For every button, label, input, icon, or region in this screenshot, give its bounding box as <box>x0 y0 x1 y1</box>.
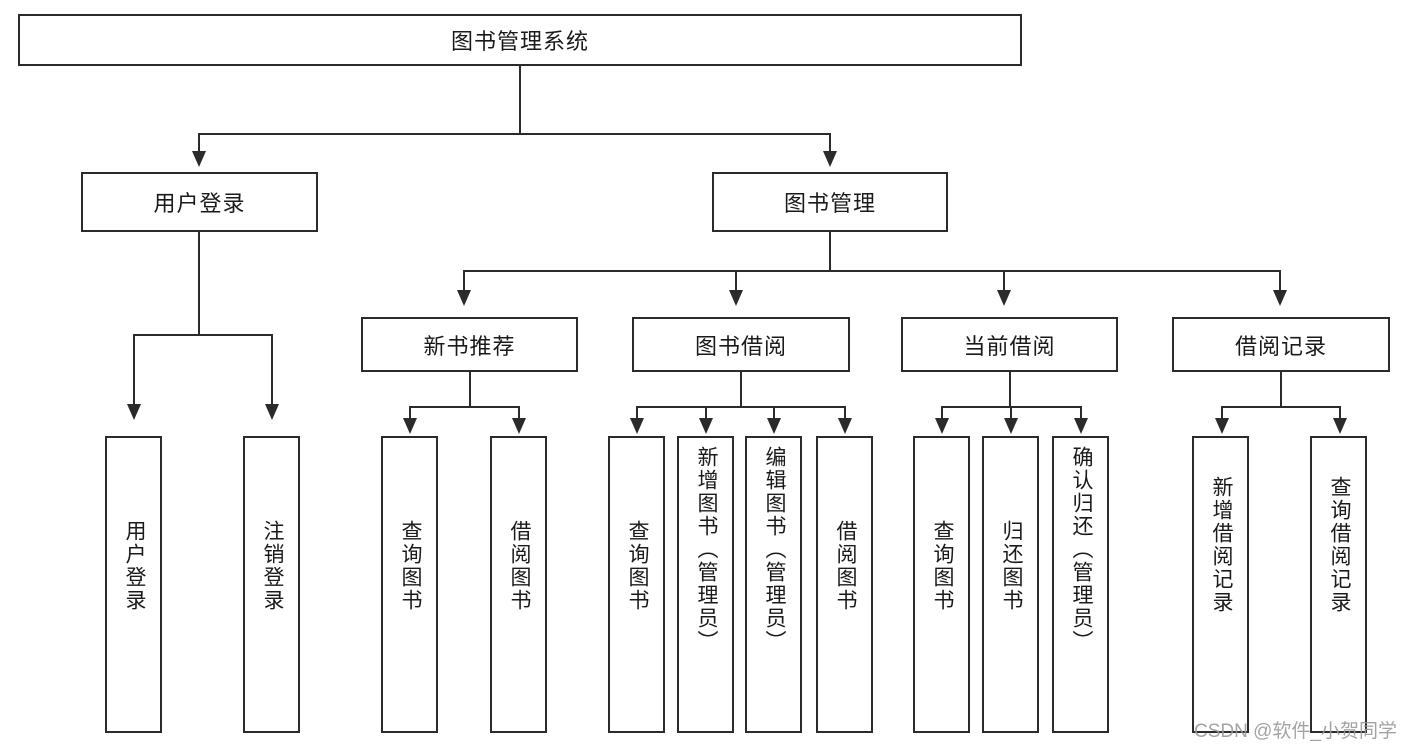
node-label: 新书推荐 <box>423 333 516 359</box>
connector-root-stem <box>519 66 521 134</box>
connector-borrow-drop-4 <box>844 406 846 420</box>
leaf-query-book-current[interactable]: 查询图书 <box>913 436 970 733</box>
node-label: 借阅记录 <box>1234 333 1327 359</box>
leaf-label: 查询图书 <box>398 520 422 612</box>
connector-current-drop-1 <box>941 406 943 420</box>
arrow-to-leaf-edit-book <box>767 418 781 434</box>
leaf-label: 归还图书 <box>999 520 1023 612</box>
arrow-to-user-login <box>192 151 206 167</box>
arrow-to-leaf-query-book-a <box>403 418 417 434</box>
leaf-label: 新增图书（管理员） <box>694 446 718 653</box>
leaf-label: 确认归还（管理员） <box>1069 446 1093 653</box>
node-label: 图书管理系统 <box>450 29 589 54</box>
connector-borrow-stem <box>740 372 742 408</box>
leaf-label: 查询借阅记录 <box>1327 476 1351 614</box>
connector-record-drop-1 <box>1221 406 1223 420</box>
leaf-label: 借阅图书 <box>507 520 531 612</box>
node-book-manage[interactable]: 图书管理 <box>712 172 948 232</box>
connector-level2-drop-1 <box>198 133 200 153</box>
leaf-logout[interactable]: 注销登录 <box>243 436 300 733</box>
connector-recommend-drop-2 <box>518 406 520 420</box>
arrow-to-book-borrow <box>729 290 743 306</box>
arrow-to-leaf-borrow-book-a <box>512 418 526 434</box>
arrow-to-leaf-query-record <box>1333 418 1347 434</box>
node-book-borrow[interactable]: 图书借阅 <box>632 317 850 372</box>
arrow-to-leaf-query-book-c <box>935 418 949 434</box>
leaf-label: 编辑图书（管理员） <box>762 446 786 653</box>
leaf-label: 查询图书 <box>930 520 954 612</box>
connector-record-drop-2 <box>1339 406 1341 420</box>
connector-level3-drop-2 <box>735 270 737 292</box>
arrow-to-leaf-query-book-b <box>630 418 644 434</box>
connector-recommend-drop-1 <box>409 406 411 420</box>
connector-level2-drop-2 <box>829 133 831 153</box>
connector-borrow-drop-3 <box>773 406 775 420</box>
connector-current-drop-2 <box>1010 406 1012 420</box>
node-user-login[interactable]: 用户登录 <box>81 172 318 232</box>
connector-borrow-bus <box>636 406 845 408</box>
connector-level3-drop-4 <box>1279 270 1281 292</box>
arrow-to-new-book-recommend <box>457 290 471 306</box>
connector-user-login-drop-2 <box>271 334 273 406</box>
connector-current-stem <box>1009 372 1011 408</box>
leaf-borrow-book-borrow[interactable]: 借阅图书 <box>816 436 873 733</box>
leaf-borrow-book-recommend[interactable]: 借阅图书 <box>490 436 547 733</box>
arrow-to-borrow-record <box>1273 290 1287 306</box>
connector-book-manage-stem <box>829 232 831 272</box>
leaf-confirm-return-admin[interactable]: 确认归还（管理员） <box>1052 436 1109 733</box>
leaf-query-borrow-record[interactable]: 查询借阅记录 <box>1310 436 1367 733</box>
connector-level3-bus <box>463 270 1280 272</box>
leaf-return-book[interactable]: 归还图书 <box>982 436 1039 733</box>
node-current-borrow[interactable]: 当前借阅 <box>901 317 1118 372</box>
leaf-add-borrow-record[interactable]: 新增借阅记录 <box>1192 436 1249 733</box>
leaf-label: 借阅图书 <box>833 520 857 612</box>
connector-level2-bus <box>198 133 831 135</box>
arrow-to-leaf-borrow-book-b <box>838 418 852 434</box>
arrow-to-leaf-add-book <box>699 418 713 434</box>
leaf-label: 新增借阅记录 <box>1209 476 1233 614</box>
csdn-watermark: CSDN @软件_小贺同学 <box>1194 721 1397 742</box>
connector-borrow-drop-2 <box>705 406 707 420</box>
leaf-add-book-admin[interactable]: 新增图书（管理员） <box>677 436 734 733</box>
connector-level3-drop-3 <box>1003 270 1005 292</box>
connector-user-login-stem <box>198 232 200 335</box>
leaf-label: 注销登录 <box>260 520 284 612</box>
node-borrow-record[interactable]: 借阅记录 <box>1172 317 1390 372</box>
node-new-book-recommend[interactable]: 新书推荐 <box>361 317 578 372</box>
connector-record-bus <box>1221 406 1340 408</box>
connector-current-drop-3 <box>1080 406 1082 420</box>
leaf-label: 用户登录 <box>122 520 146 612</box>
connector-borrow-drop-1 <box>636 406 638 420</box>
arrow-to-leaf-confirm-return <box>1074 418 1088 434</box>
node-label: 图书管理 <box>783 191 876 216</box>
connector-recommend-stem <box>469 372 471 408</box>
node-label: 当前借阅 <box>963 333 1056 359</box>
connector-level3-drop-1 <box>463 270 465 292</box>
arrow-to-leaf-logout <box>265 404 279 420</box>
node-root-system[interactable]: 图书管理系统 <box>18 14 1022 66</box>
leaf-query-book-borrow[interactable]: 查询图书 <box>608 436 665 733</box>
leaf-query-book-recommend[interactable]: 查询图书 <box>381 436 438 733</box>
arrow-to-book-manage <box>823 151 837 167</box>
leaf-label: 查询图书 <box>625 520 649 612</box>
connector-record-stem <box>1280 372 1282 408</box>
connector-user-login-drop-1 <box>133 334 135 406</box>
arrow-to-leaf-return-book <box>1004 418 1018 434</box>
node-label: 图书借阅 <box>694 333 787 359</box>
leaf-user-login[interactable]: 用户登录 <box>105 436 162 733</box>
arrow-to-leaf-add-record <box>1215 418 1229 434</box>
connector-recommend-bus <box>409 406 519 408</box>
arrow-to-current-borrow <box>997 290 1011 306</box>
connector-user-login-bus <box>133 334 272 336</box>
node-label: 用户登录 <box>153 191 246 216</box>
leaf-edit-book-admin[interactable]: 编辑图书（管理员） <box>745 436 802 733</box>
arrow-to-leaf-user-login <box>127 404 141 420</box>
